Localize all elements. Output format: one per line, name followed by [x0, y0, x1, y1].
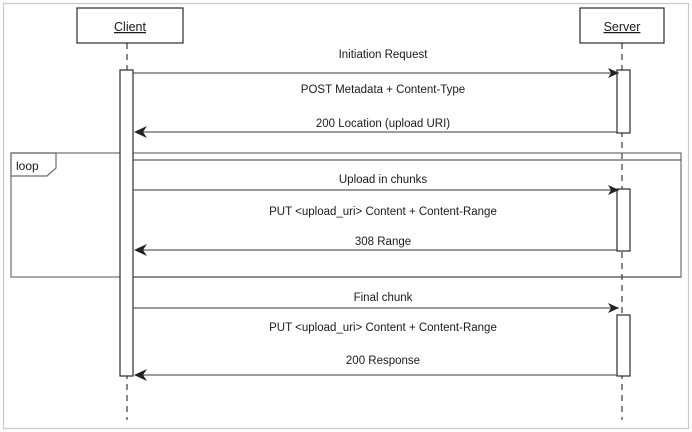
message-put-chunk	[133, 185, 619, 195]
message-label-200-response: 200 Response	[346, 355, 420, 367]
message-label-upload-in-chunks: Upload in chunks	[339, 174, 427, 186]
arrow-head-right	[608, 68, 619, 78]
activation-bar-server-3	[616, 314, 631, 377]
participant-client-box[interactable]	[76, 7, 184, 44]
fragment-loop-operator-tab	[10, 152, 57, 177]
activation-bar-client	[119, 69, 134, 377]
message-post-metadata	[133, 68, 619, 78]
message-label-200-location: 200 Location (upload URI)	[316, 118, 450, 130]
arrow-head-left	[134, 244, 147, 256]
message-label-put-chunk: PUT <upload_uri> Content + Content-Range	[269, 206, 497, 218]
participant-server-label: Server	[604, 20, 641, 34]
arrow-head-right	[608, 303, 619, 313]
message-label-put-final-chunk: PUT <upload_uri> Content + Content-Range	[269, 322, 497, 334]
arrow-head-right	[608, 185, 619, 195]
arrow-head-left	[134, 126, 147, 138]
participant-server-box[interactable]	[579, 7, 665, 44]
message-200-response	[134, 369, 617, 381]
message-308-range	[134, 244, 617, 256]
activation-bar-server-1	[616, 69, 631, 134]
message-label-initiation-request: Initiation Request	[339, 49, 429, 61]
message-200-location	[134, 126, 617, 138]
message-label-308-range: 308 Range	[355, 236, 411, 248]
message-put-final-chunk	[133, 303, 619, 313]
arrow-head-left	[134, 369, 147, 381]
participant-server[interactable]: Server	[579, 7, 665, 44]
message-label-post-metadata: POST Metadata + Content-Type	[301, 84, 465, 96]
activation-bar-server-2	[616, 188, 631, 252]
fragment-loop-operator-label: loop	[16, 159, 39, 173]
message-label-final-chunk: Final chunk	[354, 292, 413, 304]
participant-client[interactable]: Client	[76, 7, 184, 44]
participant-client-label: Client	[114, 20, 146, 34]
